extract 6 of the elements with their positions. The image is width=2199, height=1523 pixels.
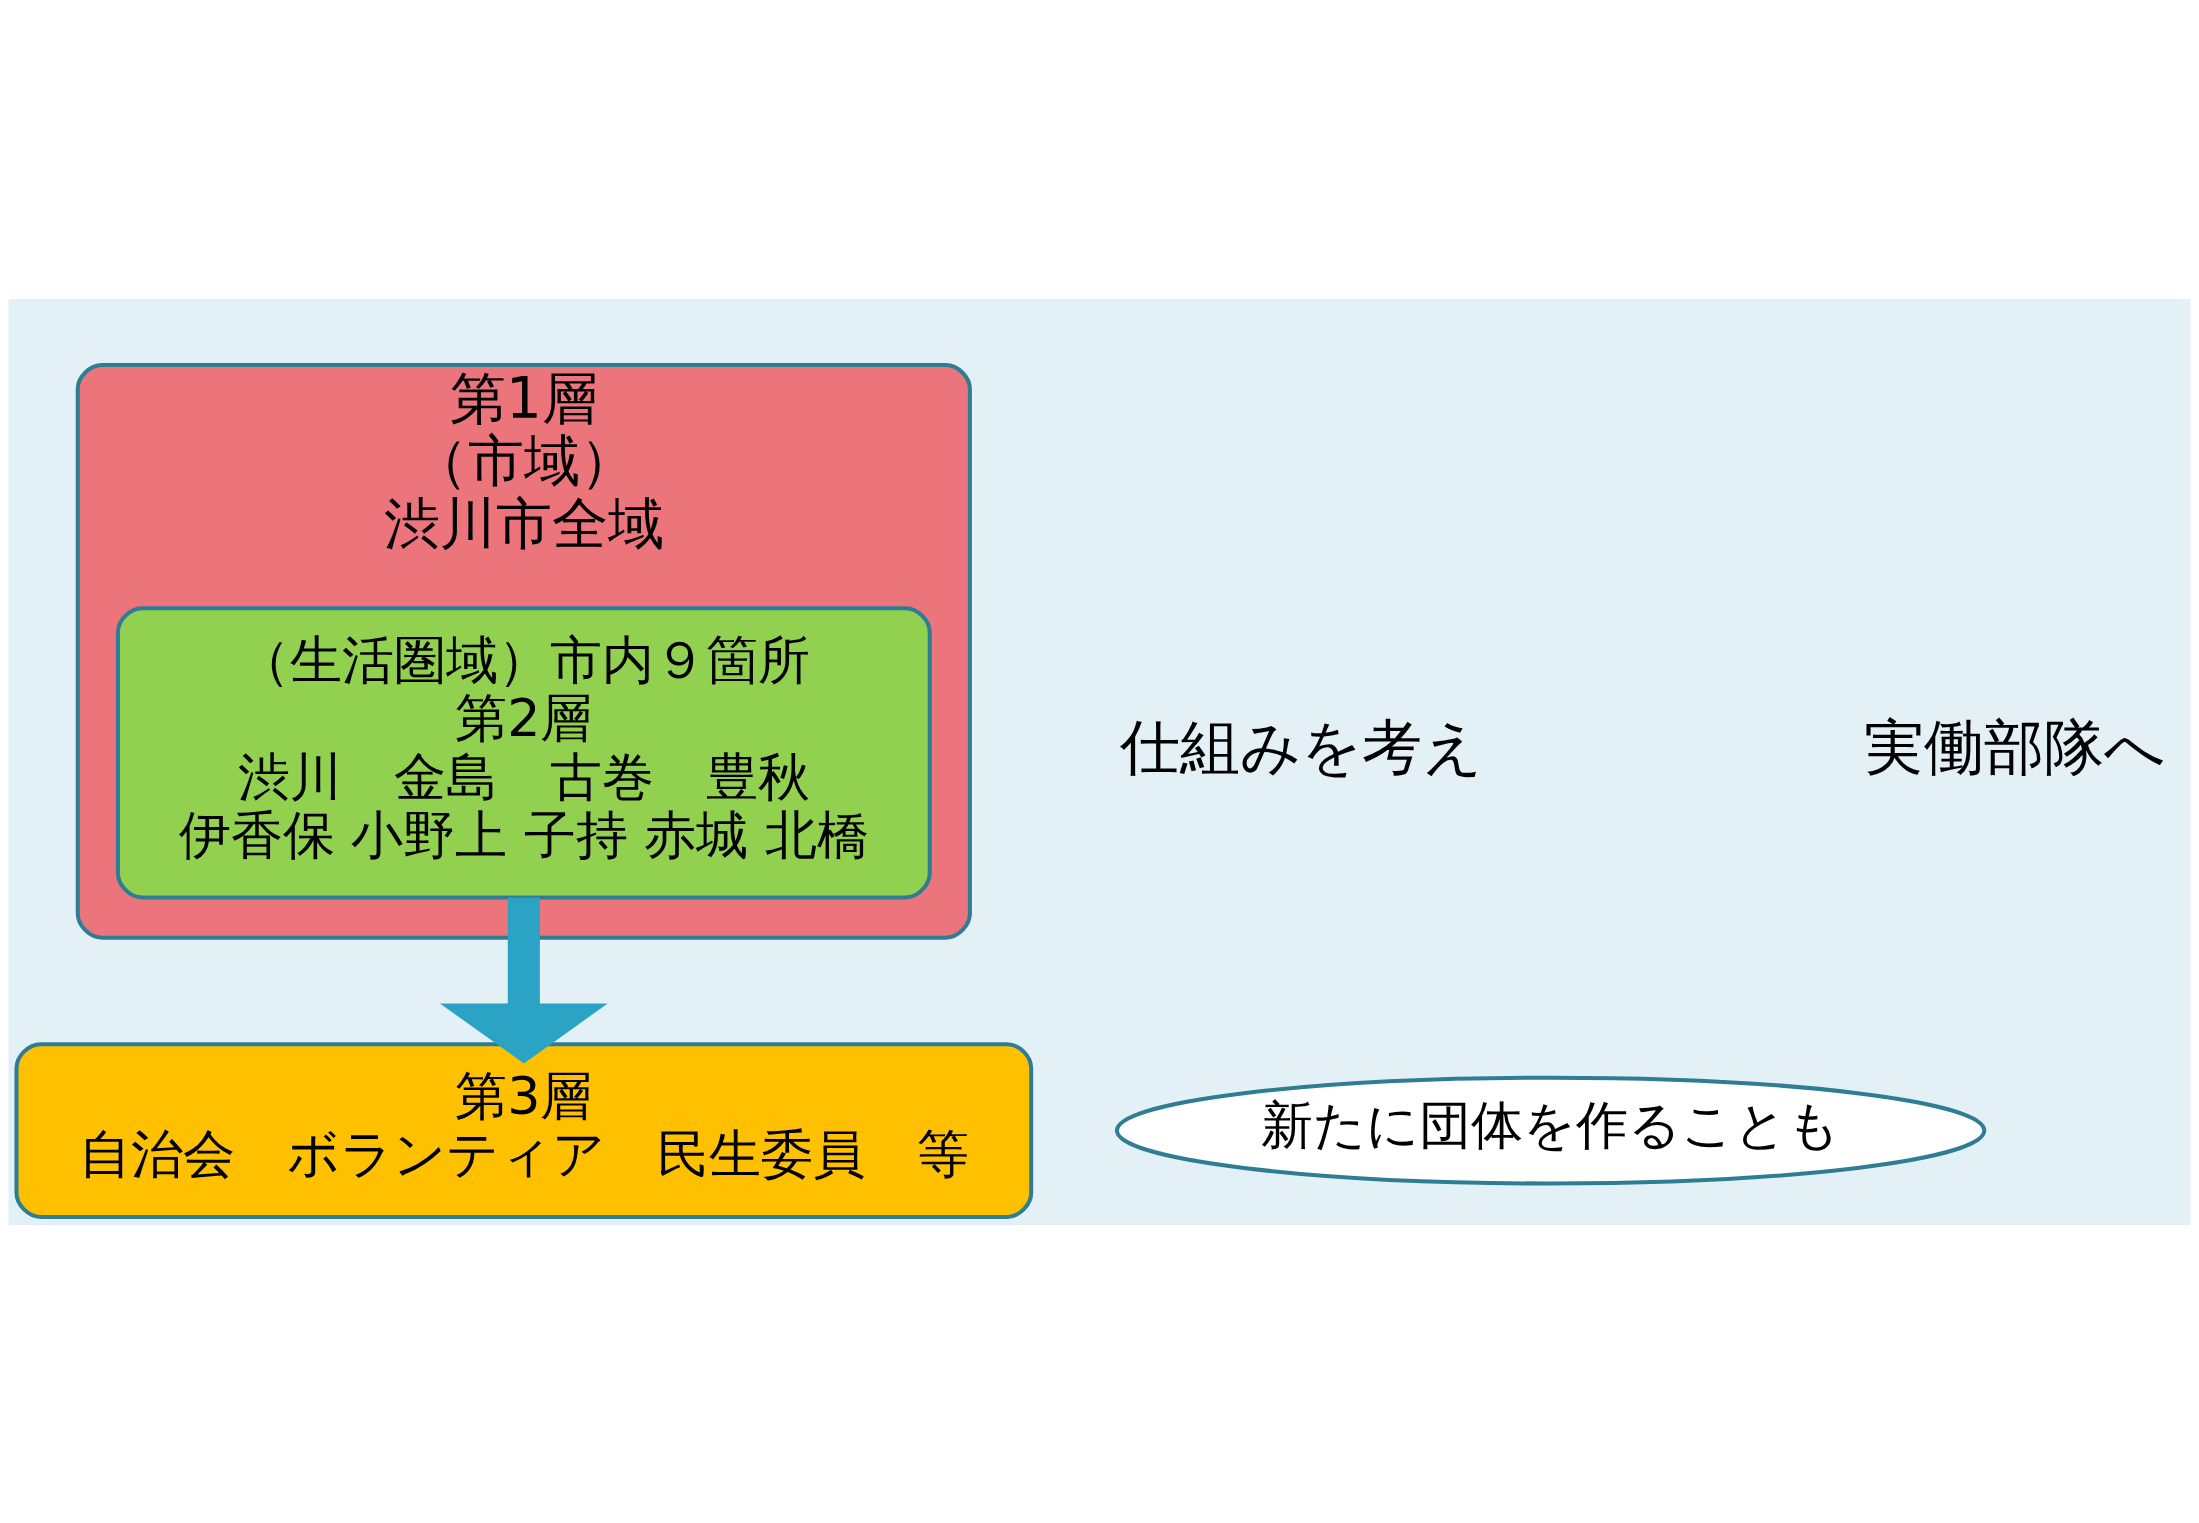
label: 実働部隊へ (1864, 711, 2166, 782)
arrow (439, 897, 608, 1063)
label: 仕組みを考え (1119, 711, 1483, 782)
node-box: 第3層 自治会 ボランティア 民生委員 等 (14, 1041, 1034, 1219)
node-box: （生活圏域）市内９箇所 第2層 渋川 金島 古巻 豊秋 伊香保 小野上 子持 赤城 北橋 (115, 605, 932, 899)
node-ellipse: 新たに団体を作ることも (1114, 1075, 1987, 1185)
